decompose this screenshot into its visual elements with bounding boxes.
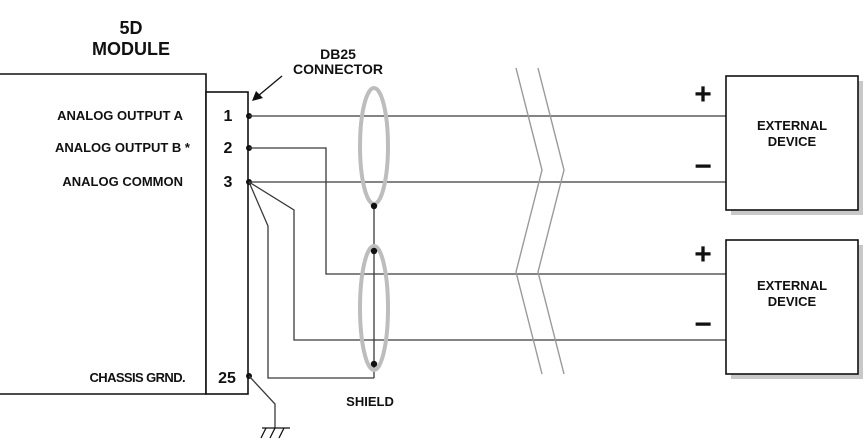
device2-minus-terminal: − (694, 308, 712, 341)
device1-label-line2: DEVICE (768, 134, 817, 149)
chassis-ground-lead (248, 375, 276, 428)
external-device-2 (725, 239, 859, 375)
connector-label-line1: DB25 (320, 46, 356, 62)
module-title-line2: MODULE (92, 39, 170, 59)
device2-plus-terminal: + (694, 238, 712, 271)
pin-number-25: 25 (218, 370, 236, 387)
connector-label-line2: CONNECTOR (293, 61, 383, 77)
wire-common-to-shield (248, 181, 374, 379)
module-title-line1: 5D (119, 18, 142, 38)
shield-junction-upper (370, 202, 378, 210)
device2-label-line1: EXTERNAL (757, 278, 827, 293)
signal-label-output-a: ANALOG OUTPUT A (57, 108, 184, 123)
pin-number-1: 1 (224, 108, 233, 125)
wire-common-to-device2 (248, 181, 726, 341)
pin-number-2: 2 (224, 140, 233, 157)
signal-label-common: ANALOG COMMON (62, 174, 183, 189)
pin-number-3: 3 (224, 174, 233, 191)
cable-break-left (515, 67, 543, 375)
shield-junction-mid (370, 247, 378, 255)
shield-label: SHIELD (346, 394, 394, 409)
db25-connector (205, 91, 249, 395)
cable-break-right (537, 67, 565, 375)
signal-label-output-b: ANALOG OUTPUT B * (55, 140, 191, 155)
device1-plus-terminal: + (694, 78, 712, 111)
external-device-1 (725, 75, 859, 211)
connector-pointer-arrow (257, 75, 283, 97)
shield-junction-lower (370, 360, 378, 368)
shield-loop-lower (358, 244, 390, 372)
wire-output-b (249, 147, 726, 275)
device2-label-line2: DEVICE (768, 294, 817, 309)
shield-loop-upper (358, 86, 390, 206)
connector-arrowhead (252, 91, 263, 101)
ground-symbol-hatch (260, 427, 285, 439)
signal-label-chassis: CHASSIS GRND. (90, 370, 186, 385)
device1-label-line1: EXTERNAL (757, 118, 827, 133)
device1-minus-terminal: − (694, 150, 712, 183)
